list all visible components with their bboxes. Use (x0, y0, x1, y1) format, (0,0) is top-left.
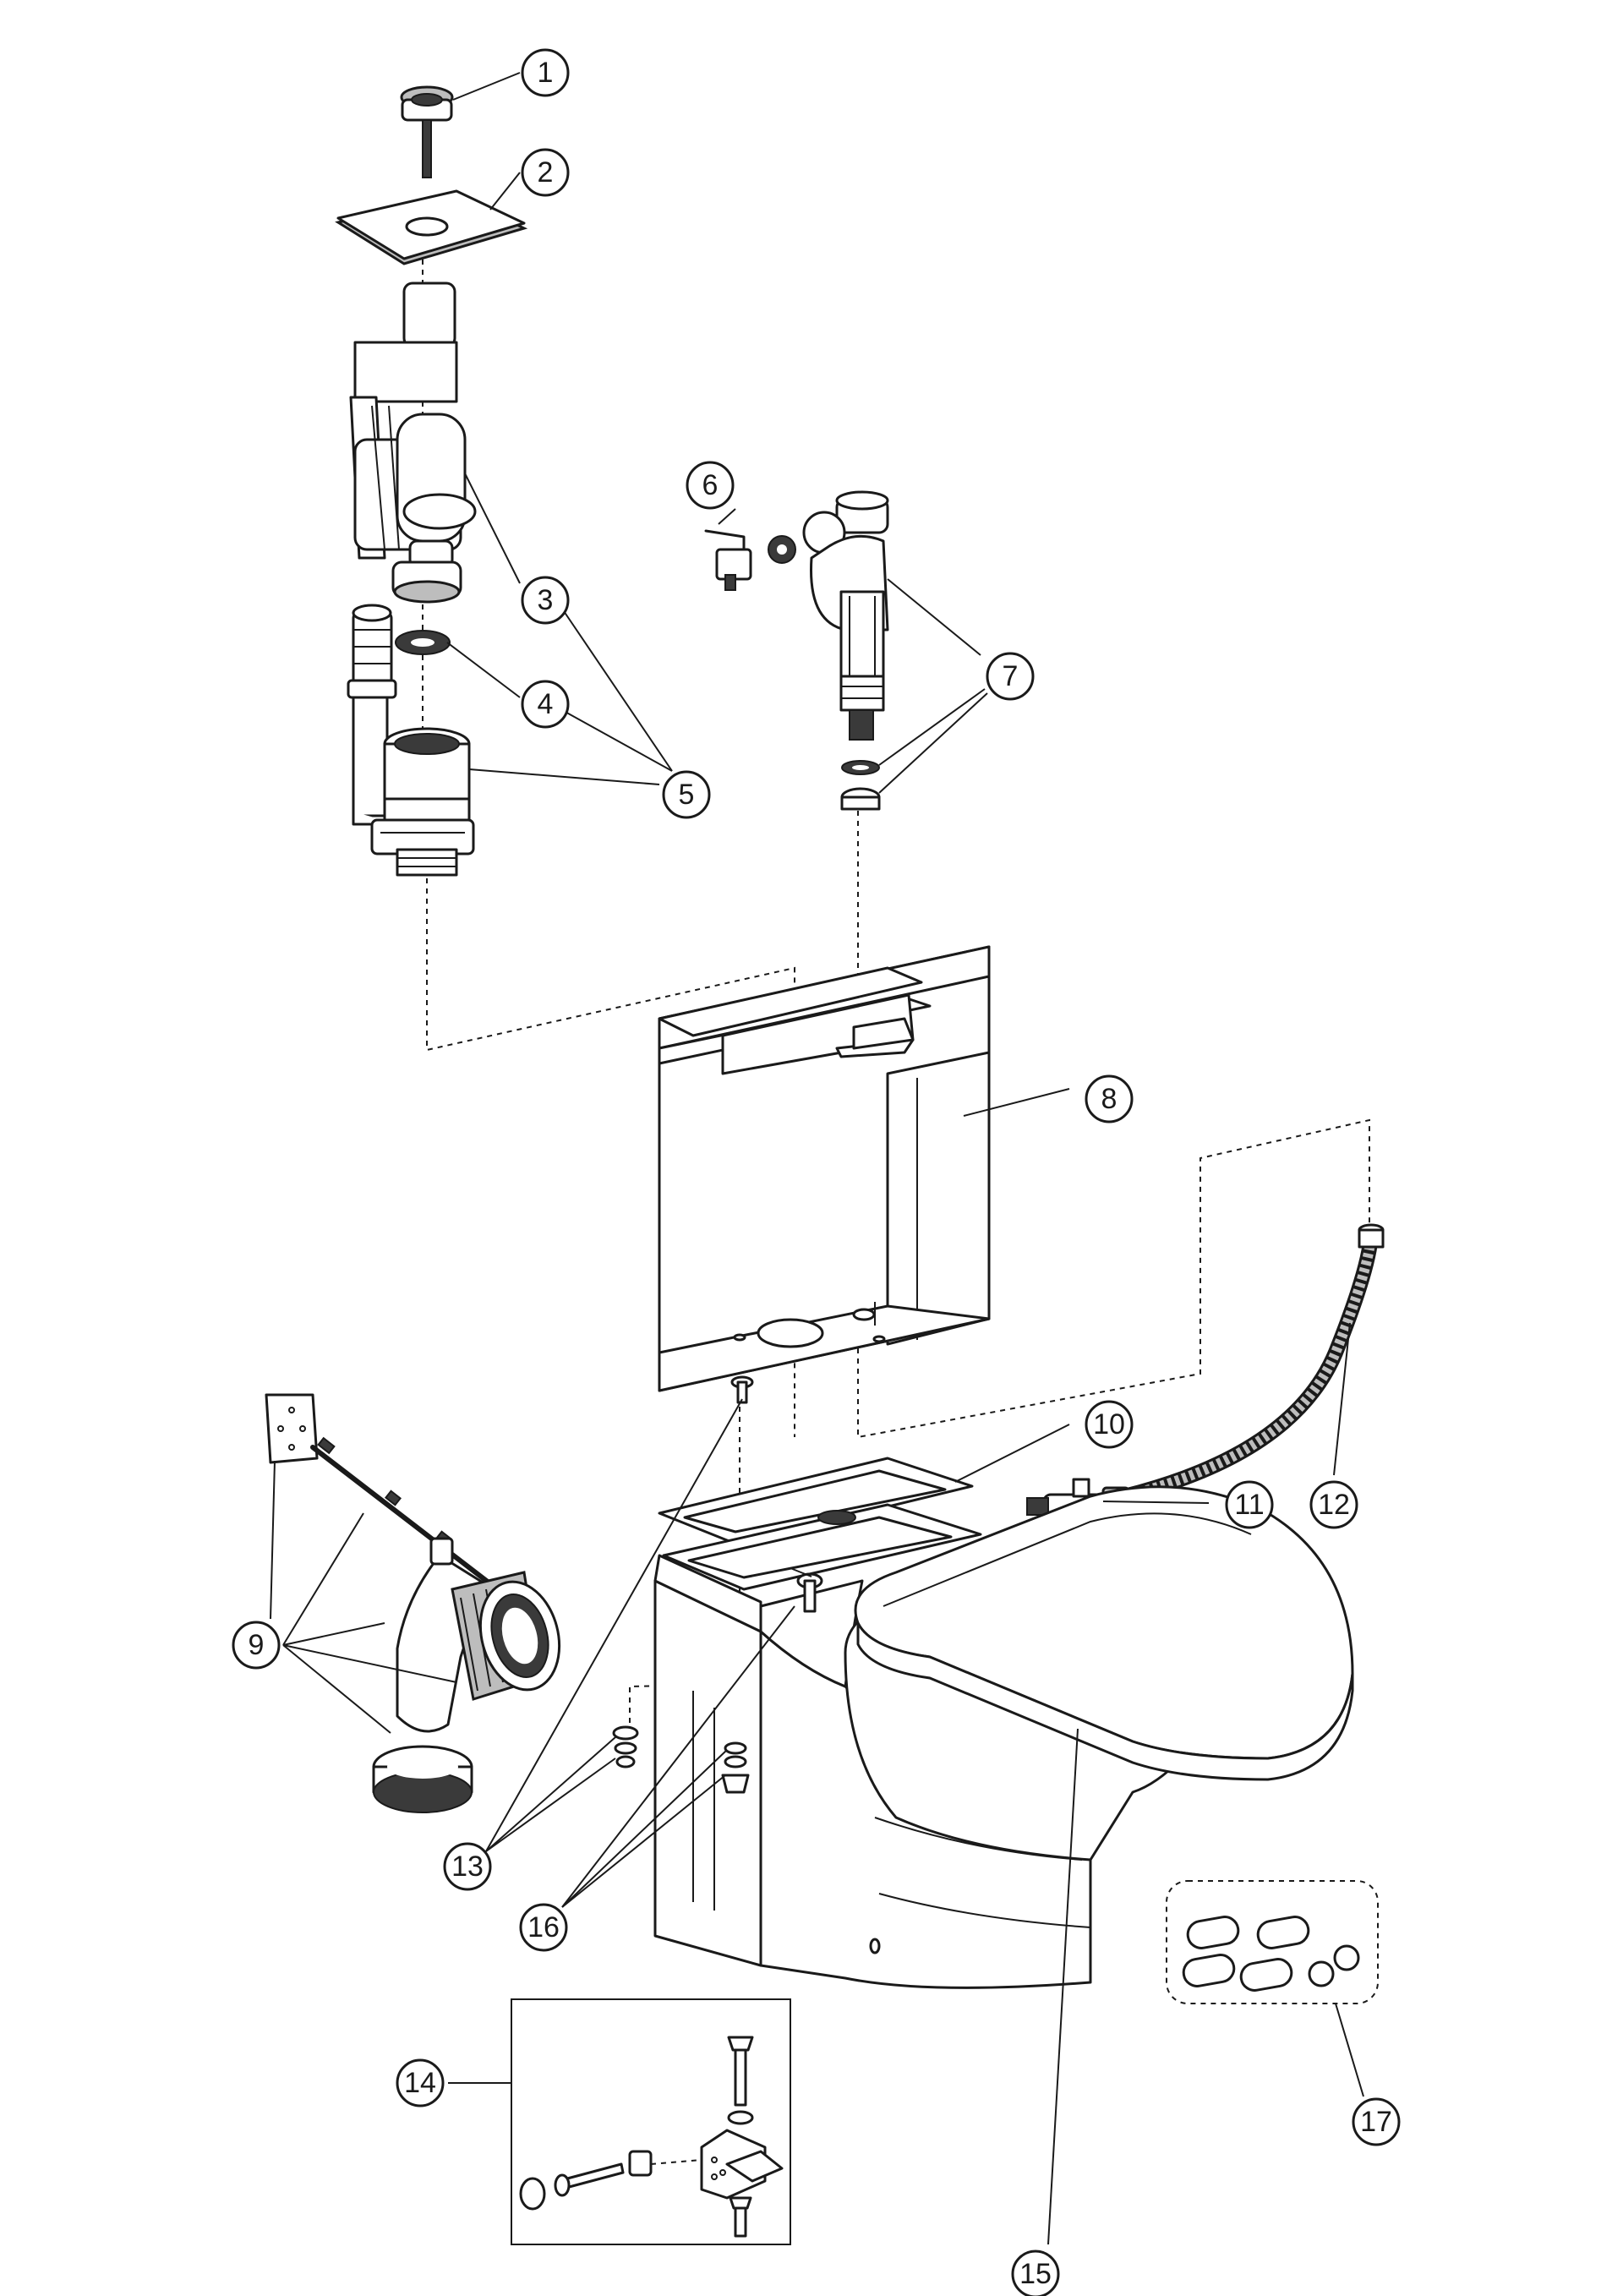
callout-10: 10 (1085, 1400, 1134, 1449)
spare-parts-part (1166, 1880, 1379, 2004)
callout-5-label: 5 (679, 779, 695, 811)
gasket-part (658, 1457, 982, 1591)
toilet-bowl-part (653, 1554, 1236, 1989)
callout-11: 11 (1225, 1480, 1274, 1529)
callout-15: 15 (1011, 2250, 1060, 2296)
callout-6: 6 (686, 461, 735, 510)
fill-valve-part (802, 490, 889, 811)
callout-17-label: 17 (1360, 2106, 1392, 2138)
callout-7-label: 7 (1003, 660, 1019, 692)
callout-8-label: 8 (1101, 1083, 1118, 1115)
callout-11-label: 11 (1234, 1489, 1264, 1521)
callout-13: 13 (443, 1842, 492, 1891)
connector-kit-part (265, 1393, 561, 1813)
callout-15-label: 15 (1019, 2258, 1052, 2290)
flush-button-part (400, 85, 454, 178)
callout-1-label: 1 (538, 57, 554, 89)
toilet-seat-part (854, 1485, 1354, 1781)
callout-1: 1 (521, 48, 570, 97)
callout-17: 17 (1352, 2097, 1401, 2146)
callout-2: 2 (521, 148, 570, 197)
callout-4-label: 4 (538, 688, 554, 720)
float-arm-part (704, 529, 796, 591)
callout-3: 3 (521, 576, 570, 625)
callout-2-label: 2 (538, 156, 554, 189)
callout-7: 7 (986, 652, 1035, 701)
flush-valve-part (349, 282, 477, 604)
callout-10-label: 10 (1093, 1408, 1125, 1440)
callout-14: 14 (396, 2058, 445, 2107)
fixing-kit-part (511, 1998, 791, 2245)
callout-13-label: 13 (451, 1850, 484, 1883)
callout-9: 9 (232, 1621, 281, 1670)
cistern-box-part (658, 945, 991, 1392)
screw-set-part (612, 1375, 754, 1768)
callout-16-label: 16 (527, 1911, 560, 1943)
callout-5: 5 (662, 770, 711, 819)
callout-4: 4 (521, 680, 570, 729)
leader-lines (270, 72, 1364, 2245)
callout-12: 12 (1309, 1480, 1358, 1529)
flexible-hose-part (1122, 1223, 1385, 1504)
washer-part (395, 630, 451, 655)
bracket-hardware-part (721, 1567, 823, 1794)
callout-14-label: 14 (404, 2067, 436, 2099)
callout-16: 16 (519, 1903, 568, 1952)
callout-12-label: 12 (1318, 1489, 1350, 1521)
top-plate-part (335, 189, 528, 265)
callout-9-label: 9 (249, 1629, 265, 1661)
callout-8: 8 (1085, 1074, 1134, 1123)
callout-3-label: 3 (538, 584, 554, 616)
callout-6-label: 6 (702, 469, 719, 501)
overflow-tube-part (347, 604, 399, 826)
valve-base-part (370, 727, 475, 877)
